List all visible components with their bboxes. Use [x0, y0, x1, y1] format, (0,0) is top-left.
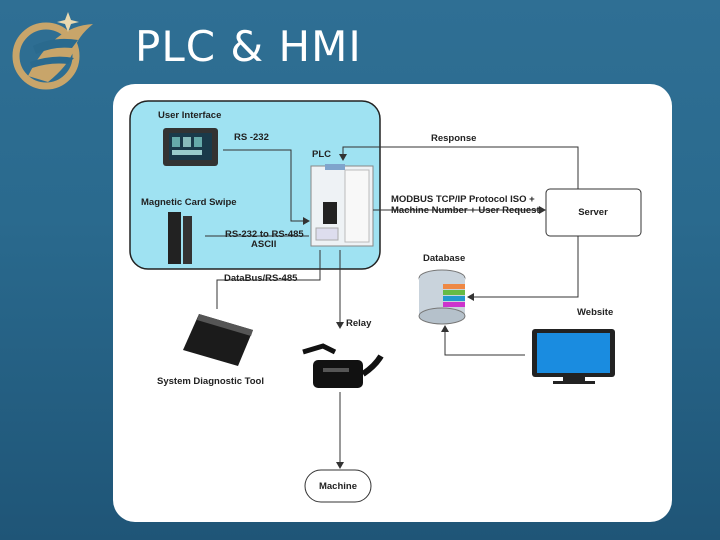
- label-database: Database: [423, 253, 465, 264]
- plc-device-icon: [310, 164, 374, 247]
- label-rs232: RS -232: [234, 132, 269, 143]
- touchscreen-hmi-icon: [163, 128, 218, 166]
- label-databus: DataBus/RS-485: [224, 273, 298, 284]
- monitor-icon: [532, 329, 615, 384]
- label-system-diagnostic: System Diagnostic Tool: [157, 376, 264, 387]
- label-modbus-line2: Machine Number + User Request: [391, 205, 540, 216]
- slide-title: PLC & HMI: [135, 22, 362, 71]
- label-website: Website: [577, 307, 613, 318]
- server-box: [545, 188, 642, 237]
- label-server: Server: [578, 207, 608, 218]
- label-relay: Relay: [346, 318, 372, 329]
- label-user-interface: User Interface: [158, 110, 221, 121]
- machine-node: [304, 469, 372, 503]
- database-icon: [418, 269, 466, 325]
- label-response: Response: [431, 133, 476, 144]
- label-plc: PLC: [312, 149, 331, 160]
- diagnostic-chip-icon: [183, 314, 253, 366]
- diagram-panel: User Interface RS -232 PLC Magnetic Card…: [113, 84, 672, 522]
- label-rs232-rs485-line2: ASCII: [251, 239, 276, 250]
- label-machine: Machine: [319, 481, 357, 492]
- label-magnetic-card: Magnetic Card Swipe: [141, 197, 237, 208]
- card-reader-icon: [168, 212, 192, 264]
- pegasus-logo-icon: [12, 12, 93, 90]
- label-modbus-line1: MODBUS TCP/IP Protocol ISO +: [391, 194, 535, 205]
- system-diagram: User Interface RS -232 PLC Magnetic Card…: [129, 100, 642, 503]
- label-rs232-rs485-line1: RS-232 to RS-485: [225, 229, 304, 240]
- relay-device-icon: [302, 343, 384, 388]
